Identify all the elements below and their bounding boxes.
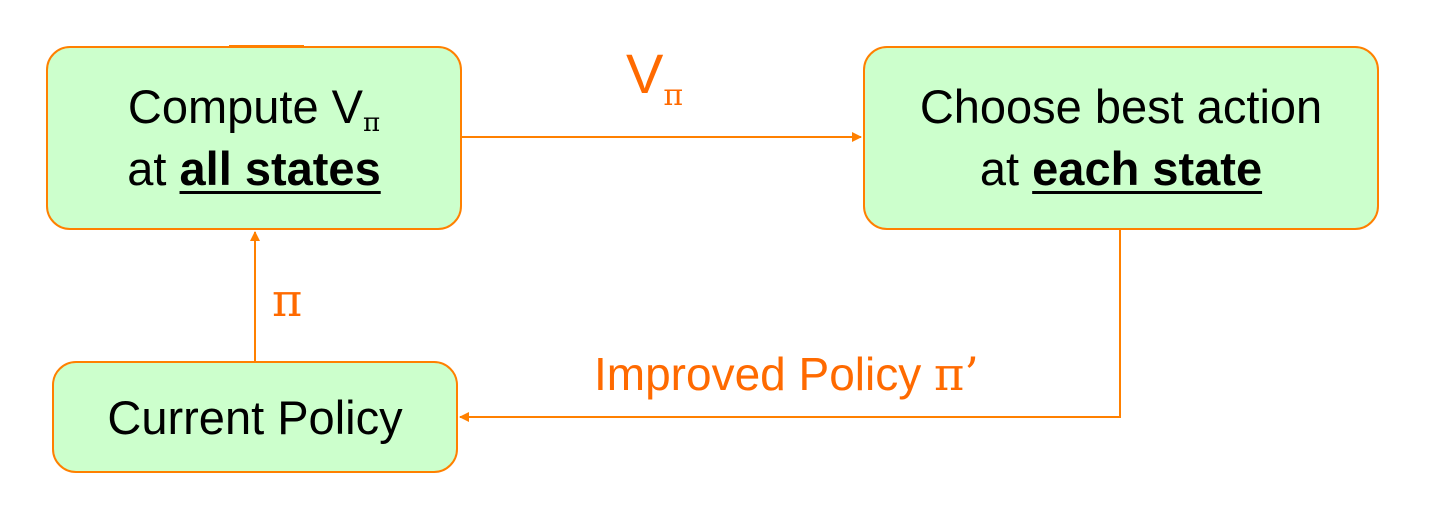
compute-value-box: Compute Vπ at all states <box>46 46 462 230</box>
choose-line-1: Choose best action <box>920 76 1322 138</box>
choose-at-prefix: at <box>979 142 1033 195</box>
value-label-pi: π <box>663 78 684 113</box>
compute-text: Compute V <box>127 80 364 133</box>
current-policy-text: Current Policy <box>107 390 403 444</box>
compute-line-2: at all states <box>127 138 380 200</box>
all-states-emphasis: all states <box>179 142 381 195</box>
value-label-v: V <box>626 42 664 105</box>
compute-pi-subscript: π <box>363 108 381 138</box>
choose-action-box: Choose best action at each state <box>863 46 1379 230</box>
current-policy-box: Current Policy <box>52 361 458 473</box>
each-state-emphasis: each state <box>1032 142 1263 195</box>
compute-line-1: Compute Vπ <box>128 76 380 138</box>
improved-pi-prime: π’ <box>934 347 979 401</box>
compute-at-prefix: at <box>127 142 180 195</box>
improved-policy-arrow <box>459 230 1121 422</box>
choose-line-2: at each state <box>980 138 1262 200</box>
value-function-label: Vπ <box>626 42 683 111</box>
policy-label: π <box>272 273 303 327</box>
improved-policy-text: Improved Policy <box>594 348 935 400</box>
improved-policy-label: Improved Policy π’ <box>594 344 979 404</box>
choose-text: Choose best action <box>919 80 1323 133</box>
